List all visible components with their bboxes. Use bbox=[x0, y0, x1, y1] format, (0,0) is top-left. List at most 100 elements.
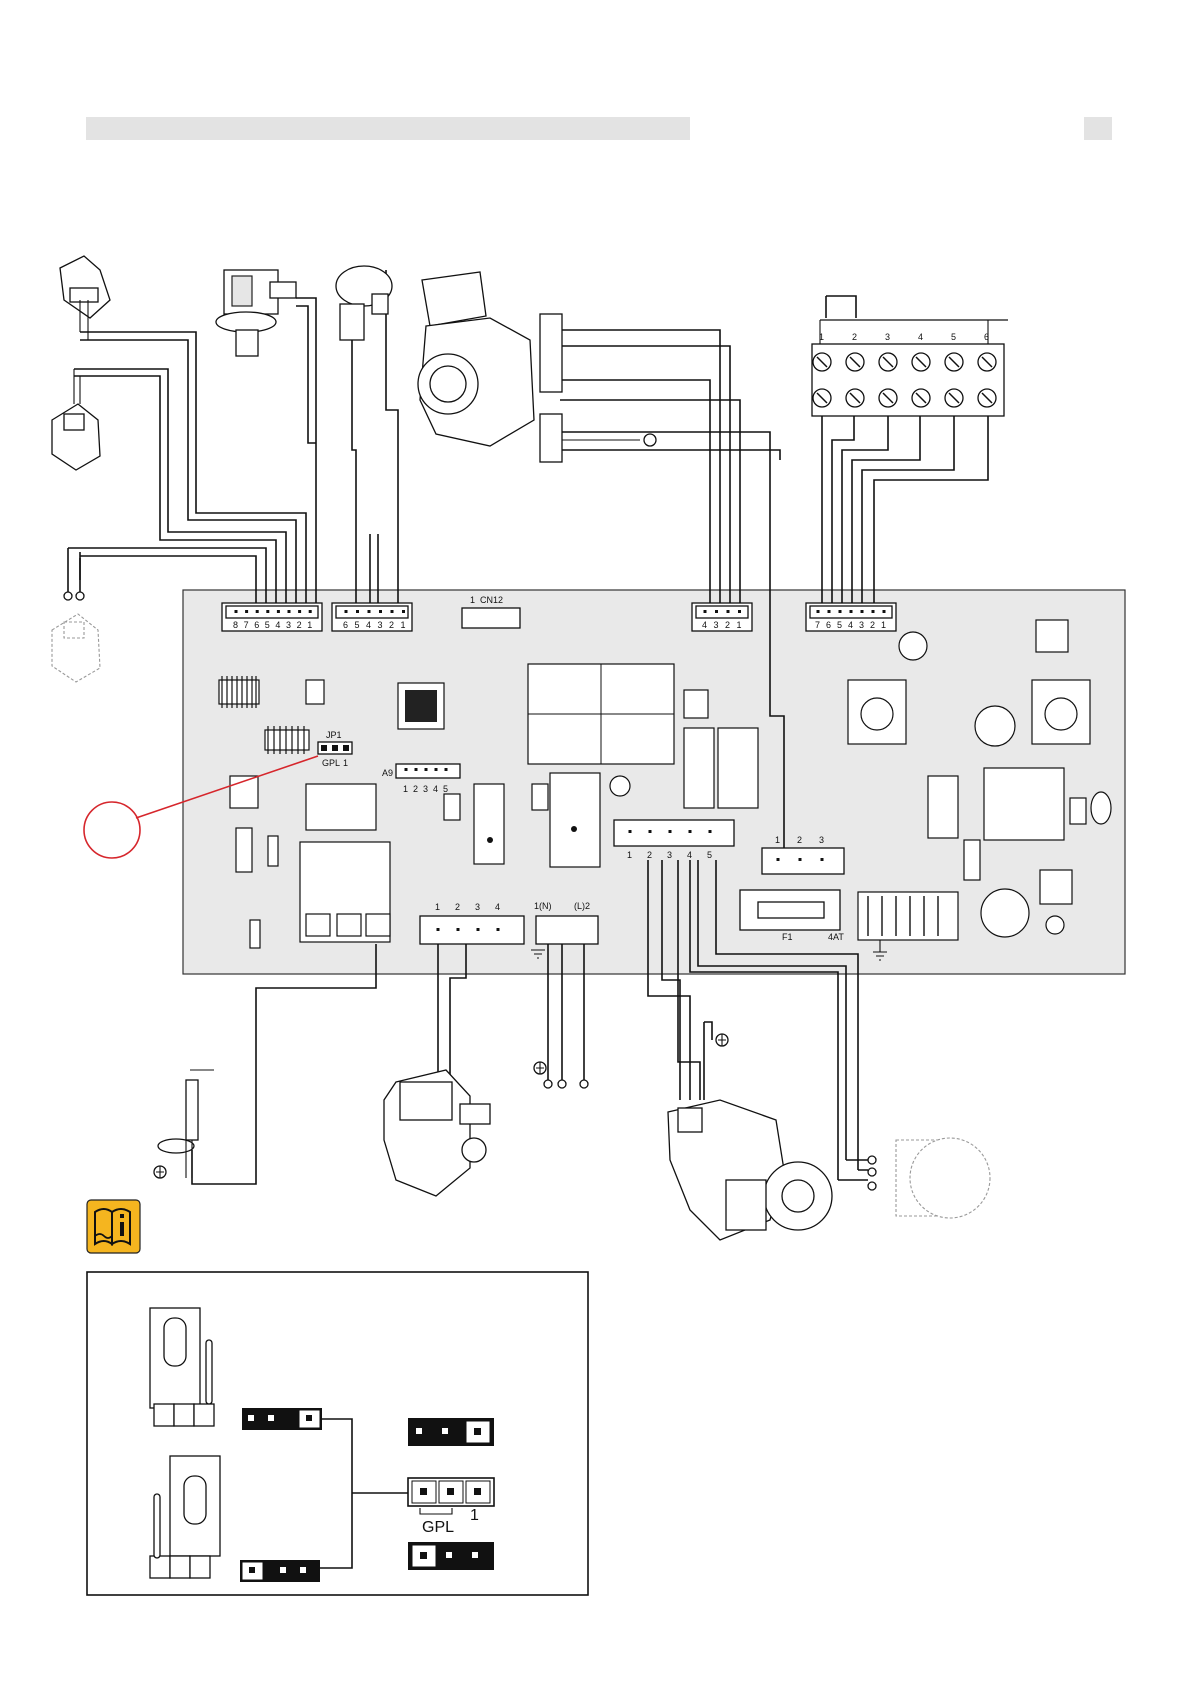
inset-pin-label: 1 bbox=[470, 1507, 479, 1524]
fuse-label: F1 bbox=[782, 932, 793, 942]
pin-dot bbox=[738, 610, 741, 613]
a9-label: A9 bbox=[382, 768, 393, 778]
inset-jumper-a bbox=[408, 1418, 494, 1446]
pin-number-left6-2: 4 bbox=[366, 620, 371, 630]
mains-pin-l: (L)2 bbox=[574, 901, 590, 911]
pin-number-left6-0: 6 bbox=[343, 620, 348, 630]
pin-number-valve4-0: 1 bbox=[435, 902, 440, 912]
pin-dot bbox=[649, 830, 652, 833]
header-page-box bbox=[1084, 117, 1112, 140]
jumper-strip-bottom bbox=[240, 1560, 320, 1582]
jp1-label: JP1 bbox=[326, 730, 342, 740]
pin-dot bbox=[425, 768, 428, 771]
pin-dot bbox=[828, 610, 831, 613]
pin-dot bbox=[277, 610, 280, 613]
pin-dot bbox=[839, 610, 842, 613]
ntc-sensor-1 bbox=[60, 256, 110, 340]
pin-number-left8-6: 2 bbox=[297, 620, 302, 630]
pin-dot bbox=[477, 928, 480, 931]
pin-number-right7-5: 2 bbox=[870, 620, 875, 630]
pin-number-fan4-3: 1 bbox=[737, 620, 742, 630]
pin-number-fan4-1: 3 bbox=[714, 620, 719, 630]
circulation-pump bbox=[668, 1100, 832, 1240]
pin-number-a9-1: 2 bbox=[413, 784, 418, 794]
pin-number-sensor3-0: 1 bbox=[775, 835, 780, 845]
pin-number-right7-0: 7 bbox=[815, 620, 820, 630]
pin-dot bbox=[497, 928, 500, 931]
pin-number-left8-4: 4 bbox=[275, 620, 280, 630]
ntc-sensor-3-ghost bbox=[52, 614, 100, 682]
pin-dot bbox=[379, 610, 382, 613]
pin-dot bbox=[402, 610, 405, 613]
combustion-fan bbox=[418, 272, 656, 462]
fuse-rating: 4AT bbox=[828, 932, 844, 942]
pin-number-sensor3-1: 2 bbox=[797, 835, 802, 845]
pin-number-a9-2: 3 bbox=[423, 784, 428, 794]
pin-dot bbox=[457, 928, 460, 931]
terminal-label-3: 3 bbox=[885, 332, 890, 342]
ignition-electrode bbox=[154, 1070, 214, 1178]
pin-number-sensor3-2: 3 bbox=[819, 835, 824, 845]
gas-valve bbox=[384, 1070, 490, 1196]
pin-number-left6-4: 2 bbox=[389, 620, 394, 630]
pin-number-valve4-1: 2 bbox=[455, 902, 460, 912]
pin-number-pump5-3: 4 bbox=[687, 850, 692, 860]
pin-number-left8-5: 3 bbox=[286, 620, 291, 630]
inset-jumper-b bbox=[408, 1542, 494, 1570]
external-thermostat-ghost bbox=[896, 1138, 990, 1218]
pin-number-valve4-2: 3 bbox=[475, 902, 480, 912]
pin-number-left6-5: 1 bbox=[401, 620, 406, 630]
terminal-label-2: 2 bbox=[852, 332, 857, 342]
pin-dot bbox=[266, 610, 269, 613]
pin-number-left8-7: 1 bbox=[307, 620, 312, 630]
cn12-label: CN12 bbox=[480, 595, 503, 605]
pin-dot bbox=[309, 610, 312, 613]
pin-dot bbox=[777, 858, 780, 861]
pin-dot bbox=[288, 610, 291, 613]
terminal-label-4: 4 bbox=[918, 332, 923, 342]
pin-dot bbox=[356, 610, 359, 613]
pin-dot bbox=[368, 610, 371, 613]
pin-dot bbox=[415, 768, 418, 771]
pin-number-a9-3: 4 bbox=[433, 784, 438, 794]
pin-dot bbox=[437, 928, 440, 931]
jumper-strip-top bbox=[242, 1408, 322, 1430]
pin-dot bbox=[235, 610, 238, 613]
pin-number-right7-2: 5 bbox=[837, 620, 842, 630]
pin-number-valve4-3: 4 bbox=[495, 902, 500, 912]
pin-number-left6-1: 5 bbox=[355, 620, 360, 630]
terminal-label-6: 6 bbox=[984, 332, 989, 342]
pin-dot bbox=[821, 858, 824, 861]
pin-number-fan4-0: 4 bbox=[702, 620, 707, 630]
pin-dot bbox=[629, 830, 632, 833]
pin-number-left8-1: 7 bbox=[244, 620, 249, 630]
pin-number-left6-3: 3 bbox=[378, 620, 383, 630]
pin-number-fan4-2: 2 bbox=[725, 620, 730, 630]
pin-dot bbox=[689, 830, 692, 833]
cn12-pin-label: 1 bbox=[470, 595, 475, 605]
pin-dot bbox=[405, 768, 408, 771]
pin-dot bbox=[861, 610, 864, 613]
pin-number-left8-2: 6 bbox=[254, 620, 259, 630]
pin-dot bbox=[245, 610, 248, 613]
terminal-label-5: 5 bbox=[951, 332, 956, 342]
pin-dot bbox=[872, 610, 875, 613]
pin-number-a9-4: 5 bbox=[443, 784, 448, 794]
pin-number-pump5-4: 5 bbox=[707, 850, 712, 860]
pin-number-left8-0: 8 bbox=[233, 620, 238, 630]
pin-number-a9-0: 1 bbox=[403, 784, 408, 794]
pin-dot bbox=[715, 610, 718, 613]
pin-number-right7-3: 4 bbox=[848, 620, 853, 630]
pin-dot bbox=[799, 858, 802, 861]
pin-dot bbox=[727, 610, 730, 613]
pin-dot bbox=[256, 610, 259, 613]
pin-number-right7-4: 3 bbox=[859, 620, 864, 630]
limit-thermostat bbox=[336, 266, 392, 340]
jp1-pin-label: 1 bbox=[343, 758, 348, 768]
manual-info-icon bbox=[87, 1200, 140, 1253]
pin-dot bbox=[704, 610, 707, 613]
pin-dot bbox=[345, 610, 348, 613]
